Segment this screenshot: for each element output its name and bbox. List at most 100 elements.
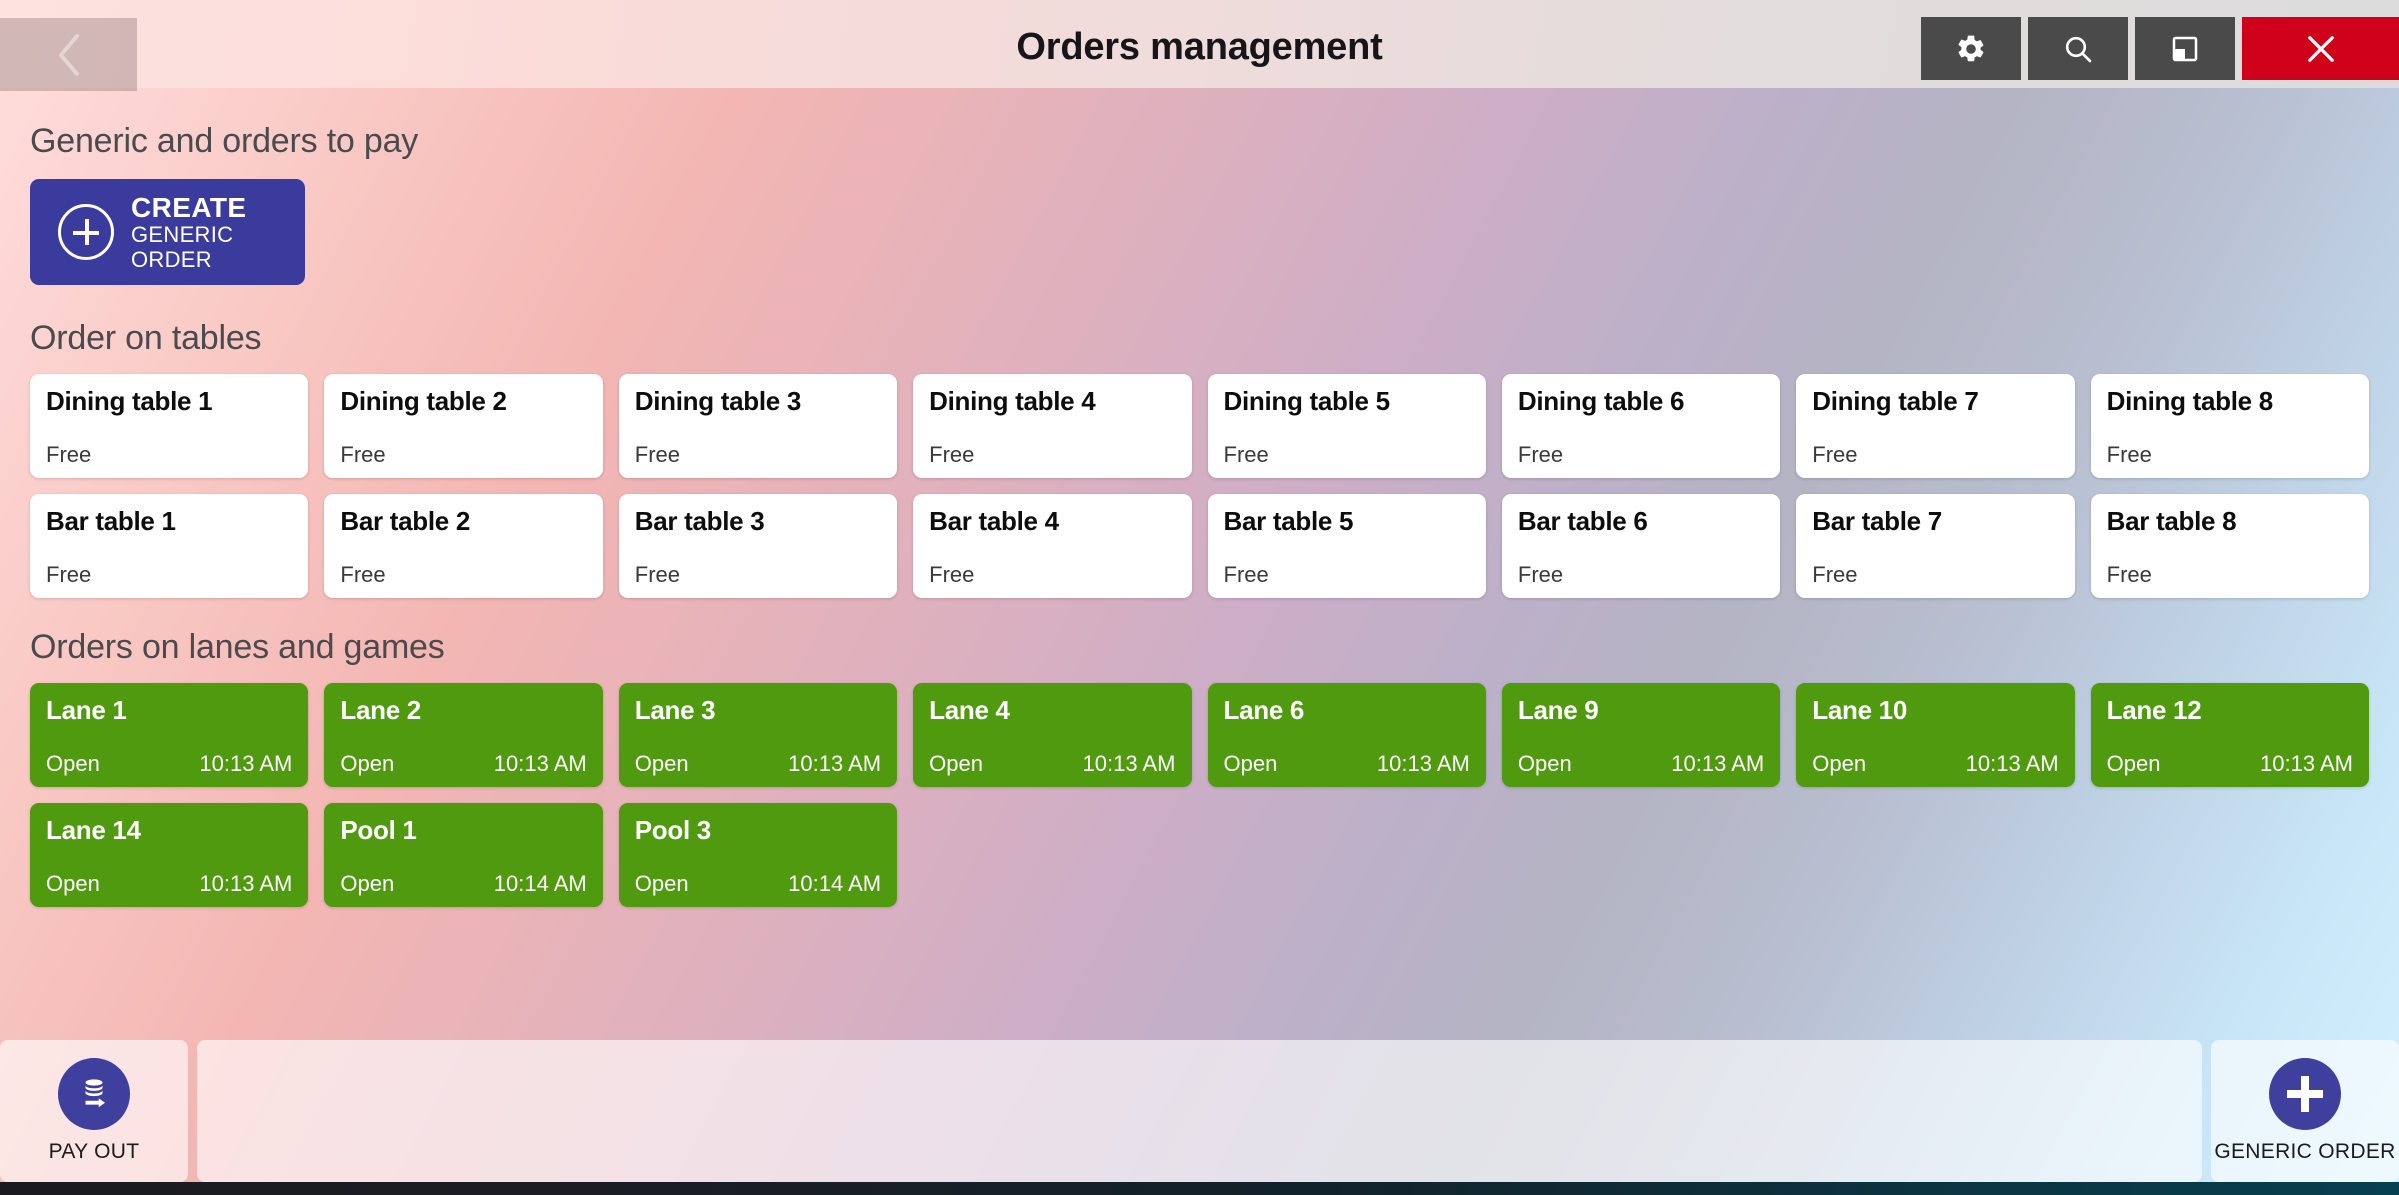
card-footer: Free [2107,564,2353,586]
card-status: Open [1812,751,1867,776]
section-title-generic: Generic and orders to pay [30,122,419,160]
card-title: Lane 2 [340,695,421,725]
card-status: Open [340,871,395,896]
pay-out-label: PAY OUT [48,1140,140,1163]
generic-order-button[interactable]: GENERIC ORDER [2211,1040,2399,1182]
card-status: Open [634,871,689,896]
lane-card[interactable]: Pool 1 Open 10:14 AM [324,803,603,907]
create-generic-order-label: CREATE GENERIC ORDER [131,192,305,273]
card-time: 10:13 AM [493,751,587,776]
gear-icon [1955,33,1987,65]
card-time: 10:14 AM [788,871,882,896]
card-title: Lane 4 [929,695,1010,725]
card-footer: Open 10:13 AM [46,873,292,895]
card-footer: Open 10:14 AM [340,873,586,895]
card-time: 10:13 AM [199,871,293,896]
card-footer: Free [2107,444,2353,466]
table-card[interactable]: Bar table 8 Free [2090,494,2369,598]
table-card[interactable]: Dining table 3 Free [618,374,898,478]
card-footer: Free [1812,444,2058,466]
card-status: Free [1223,562,1269,587]
pay-out-button[interactable]: PAY OUT [0,1040,188,1182]
table-card[interactable]: Bar table 7 Free [1796,494,2075,598]
card-footer: Free [929,444,1175,466]
card-status: Free [340,442,386,467]
card-title: Lane 9 [1517,695,1599,725]
restore-window-icon [2170,34,2200,64]
card-footer: Open 10:13 AM [1812,753,2058,775]
plus-circle-icon [58,204,114,260]
card-time: 10:13 AM [199,751,293,776]
card-title: Dining table 7 [1812,386,1979,416]
card-footer: Free [340,444,586,466]
card-title: Bar table 8 [2106,506,2237,536]
card-time: 10:13 AM [1082,751,1176,776]
create-generic-order-button[interactable]: CREATE GENERIC ORDER [30,179,305,285]
chevron-left-icon [56,33,82,77]
card-title: Lane 10 [1812,695,1907,725]
table-card[interactable]: Bar table 6 Free [1501,494,1781,598]
card-time: 10:14 AM [493,871,587,896]
card-time: 10:13 AM [1376,751,1470,776]
card-footer: Free [635,444,881,466]
title-bar: Orders management [0,0,2399,91]
settings-button[interactable] [1921,17,2021,80]
content-area: Generic and orders to pay CREATE GENERIC… [0,88,2399,1034]
search-button[interactable] [2028,17,2128,80]
card-status: Open [46,871,100,896]
footer-toolbar: PAY OUT GENERIC ORDER [0,1034,2399,1182]
close-icon [2303,31,2339,67]
card-title: Lane 12 [2106,695,2202,725]
card-status: Free [1517,562,1564,587]
card-title: Dining table 5 [1223,386,1391,416]
table-card[interactable]: Dining table 7 Free [1796,374,2075,478]
create-label-line2: GENERIC ORDER [131,222,234,272]
card-footer: Free [1518,444,1764,466]
card-status: Free [46,442,92,467]
card-title: Dining table 6 [1517,386,1685,416]
card-title: Pool 1 [340,815,417,845]
card-status: Free [340,562,386,587]
close-button[interactable] [2242,17,2399,80]
back-button[interactable] [0,18,137,91]
restore-window-button[interactable] [2135,17,2235,80]
card-title: Pool 3 [634,815,712,845]
card-status: Free [2106,442,2152,467]
card-title: Bar table 7 [1812,506,1942,536]
card-title: Dining table 3 [634,386,802,416]
card-status: Open [1517,751,1572,776]
card-status: Open [1223,751,1278,776]
card-status: Open [634,751,689,776]
card-footer: Free [1518,564,1764,586]
card-time: 10:13 AM [1965,751,2059,776]
lane-card[interactable]: Pool 3 Open 10:14 AM [618,803,898,907]
card-footer: Free [340,564,586,586]
lane-card[interactable]: Lane 10 Open 10:13 AM [1796,683,2075,787]
table-card[interactable]: Dining table 6 Free [1501,374,1781,478]
section-title-lanes: Orders on lanes and games [30,628,445,666]
card-title: Bar table 6 [1517,506,1648,536]
card-status: Free [1812,562,1858,587]
section-title-tables: Order on tables [30,319,262,357]
